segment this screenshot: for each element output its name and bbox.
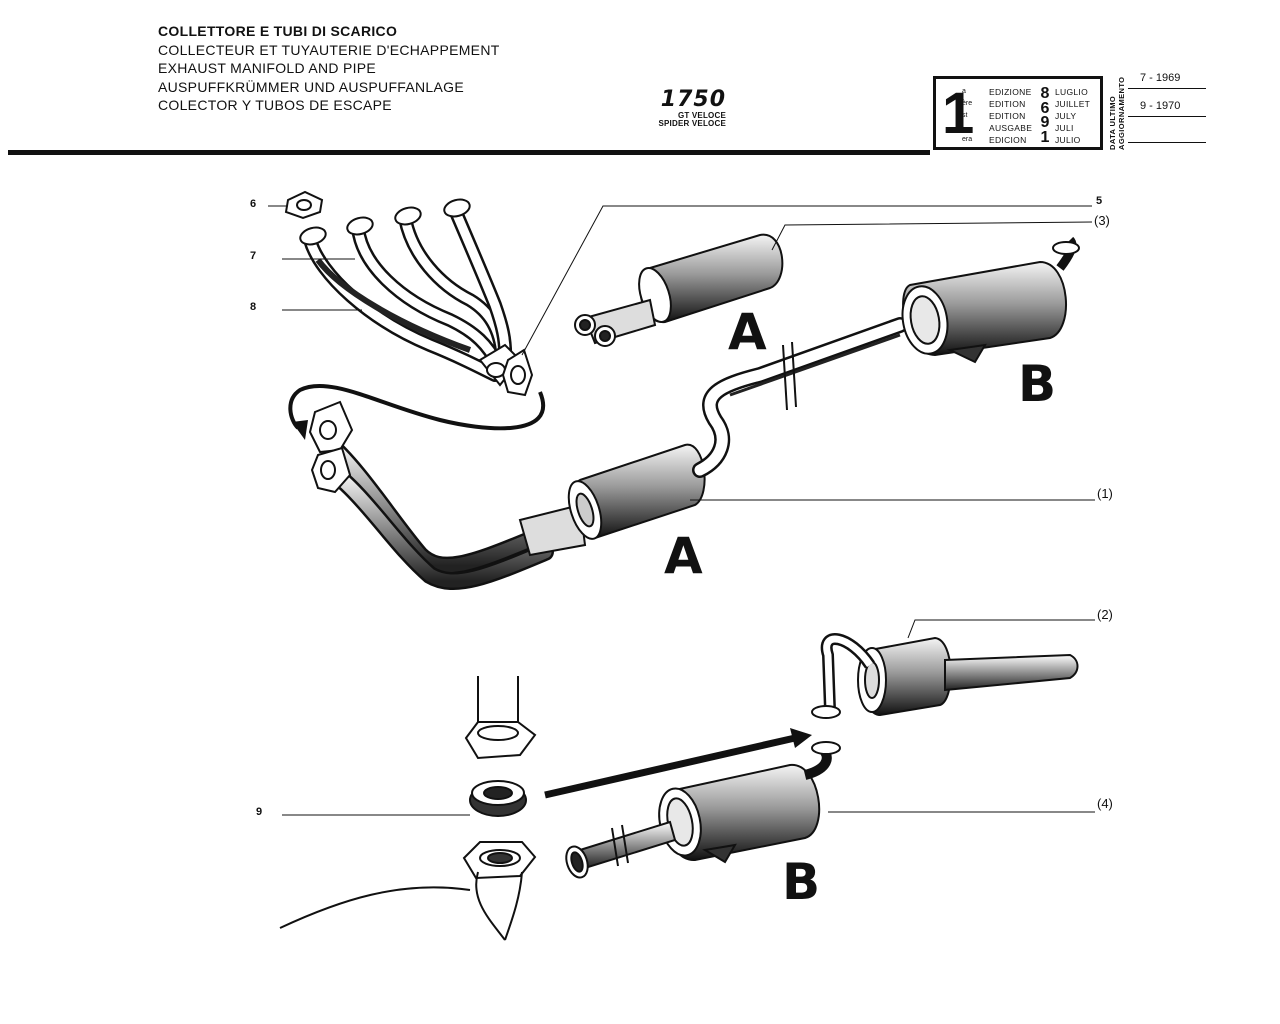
callout-8: 8: [250, 301, 257, 313]
model-block: 1750 GT VELOCE SPIDER VELOCE: [646, 88, 726, 128]
update-date: 7 - 1969: [1140, 72, 1181, 84]
callout-4: (4): [1097, 796, 1113, 811]
edition-label: EDIZIONE: [989, 87, 1032, 97]
edition-box: 1 a ère st . era EDIZIONE EDITION EDITIO…: [933, 76, 1103, 150]
edition-month: JUILLET: [1055, 99, 1091, 109]
model-variant-spider: SPIDER VELOCE: [658, 119, 726, 128]
callout-2: (2): [1097, 607, 1113, 622]
edition-suffix: era: [962, 136, 973, 143]
model-name: 1750: [660, 87, 726, 112]
year-digit: 8: [1040, 85, 1050, 102]
edition-suffix: ère: [962, 100, 973, 107]
assembly-arrow-lower: [544, 734, 796, 799]
intermediate-pipe: [692, 317, 908, 478]
edition-month: LUGLIO: [1055, 87, 1088, 97]
year-digit: 6: [1040, 99, 1050, 117]
exhaust-manifold: [299, 198, 522, 387]
section-letter-a-top: A: [728, 303, 767, 361]
callout-5: 5: [1096, 195, 1103, 207]
year-digit: 9: [1040, 114, 1050, 131]
title-line-italian: COLLETTORE E TUBI DI SCARICO: [158, 23, 398, 39]
assembly-arrow: [288, 384, 545, 431]
section-letter-a-mid: A: [664, 527, 703, 585]
edition-label: EDICION: [989, 135, 1027, 145]
callout-3: (3): [1094, 213, 1110, 228]
rear-silencer-2: [811, 633, 1079, 719]
edition-label: EDITION: [989, 111, 1026, 121]
rear-muffler-b-top: [901, 236, 1080, 364]
callout-7: 7: [250, 250, 257, 262]
tailpipe-flange-lower: [279, 841, 537, 941]
edition-suffix: st: [962, 112, 968, 119]
edition-month: JULY: [1055, 111, 1077, 121]
title-block: COLLETTORE E TUBI DI SCARICO COLLECTEUR …: [158, 22, 500, 115]
title-line-spanish: COLECTOR Y TUBOS DE ESCAPE: [158, 97, 392, 113]
title-line-french: COLLECTEUR ET TUYAUTERIE D'ECHAPPEMENT: [158, 41, 500, 58]
silencer-a-top: [574, 233, 784, 347]
edition-number: 1: [942, 81, 975, 146]
section-letter-b-low: B: [782, 853, 821, 911]
title-line-english: EXHAUST MANIFOLD AND PIPE: [158, 60, 377, 76]
edition-year: 8 6 9 1: [1038, 85, 1052, 146]
gasket-5: [501, 348, 534, 397]
rear-muffler-b-low: [565, 741, 841, 879]
update-date-line: [1128, 88, 1206, 89]
arrow-head: [292, 420, 308, 440]
front-exhaust-pipe: [308, 400, 587, 590]
callout-1: (1): [1097, 486, 1113, 501]
year-digit: 1: [1040, 128, 1050, 146]
edition-month: JULIO: [1055, 135, 1081, 145]
callout-6: 6: [250, 198, 257, 210]
update-date-line: [1128, 142, 1206, 143]
section-letter-b-top: B: [1018, 355, 1057, 413]
edition-label: EDITION: [989, 99, 1026, 109]
sealing-ring-9: [469, 780, 527, 817]
central-muffler-a: [567, 443, 706, 540]
model-variant-gt: GT VELOCE: [677, 111, 726, 120]
header-rule: [8, 150, 930, 155]
update-date: 9 - 1970: [1140, 100, 1181, 112]
leader-lines: [268, 205, 1095, 816]
edition-suffix: a: [962, 88, 966, 95]
gasket-6: [284, 190, 324, 220]
tailpipe-flange-upper: [464, 676, 537, 760]
edition-suffix: .: [962, 124, 964, 131]
callout-9: 9: [256, 806, 263, 818]
arrow-head-lower: [790, 728, 812, 748]
edition-month: JULI: [1055, 123, 1074, 133]
update-date-line: [1128, 116, 1206, 117]
title-line-german: AUSPUFFKRÜMMER UND AUSPUFFANLAGE: [158, 78, 464, 95]
edition-label: AUSGABE: [989, 123, 1033, 133]
